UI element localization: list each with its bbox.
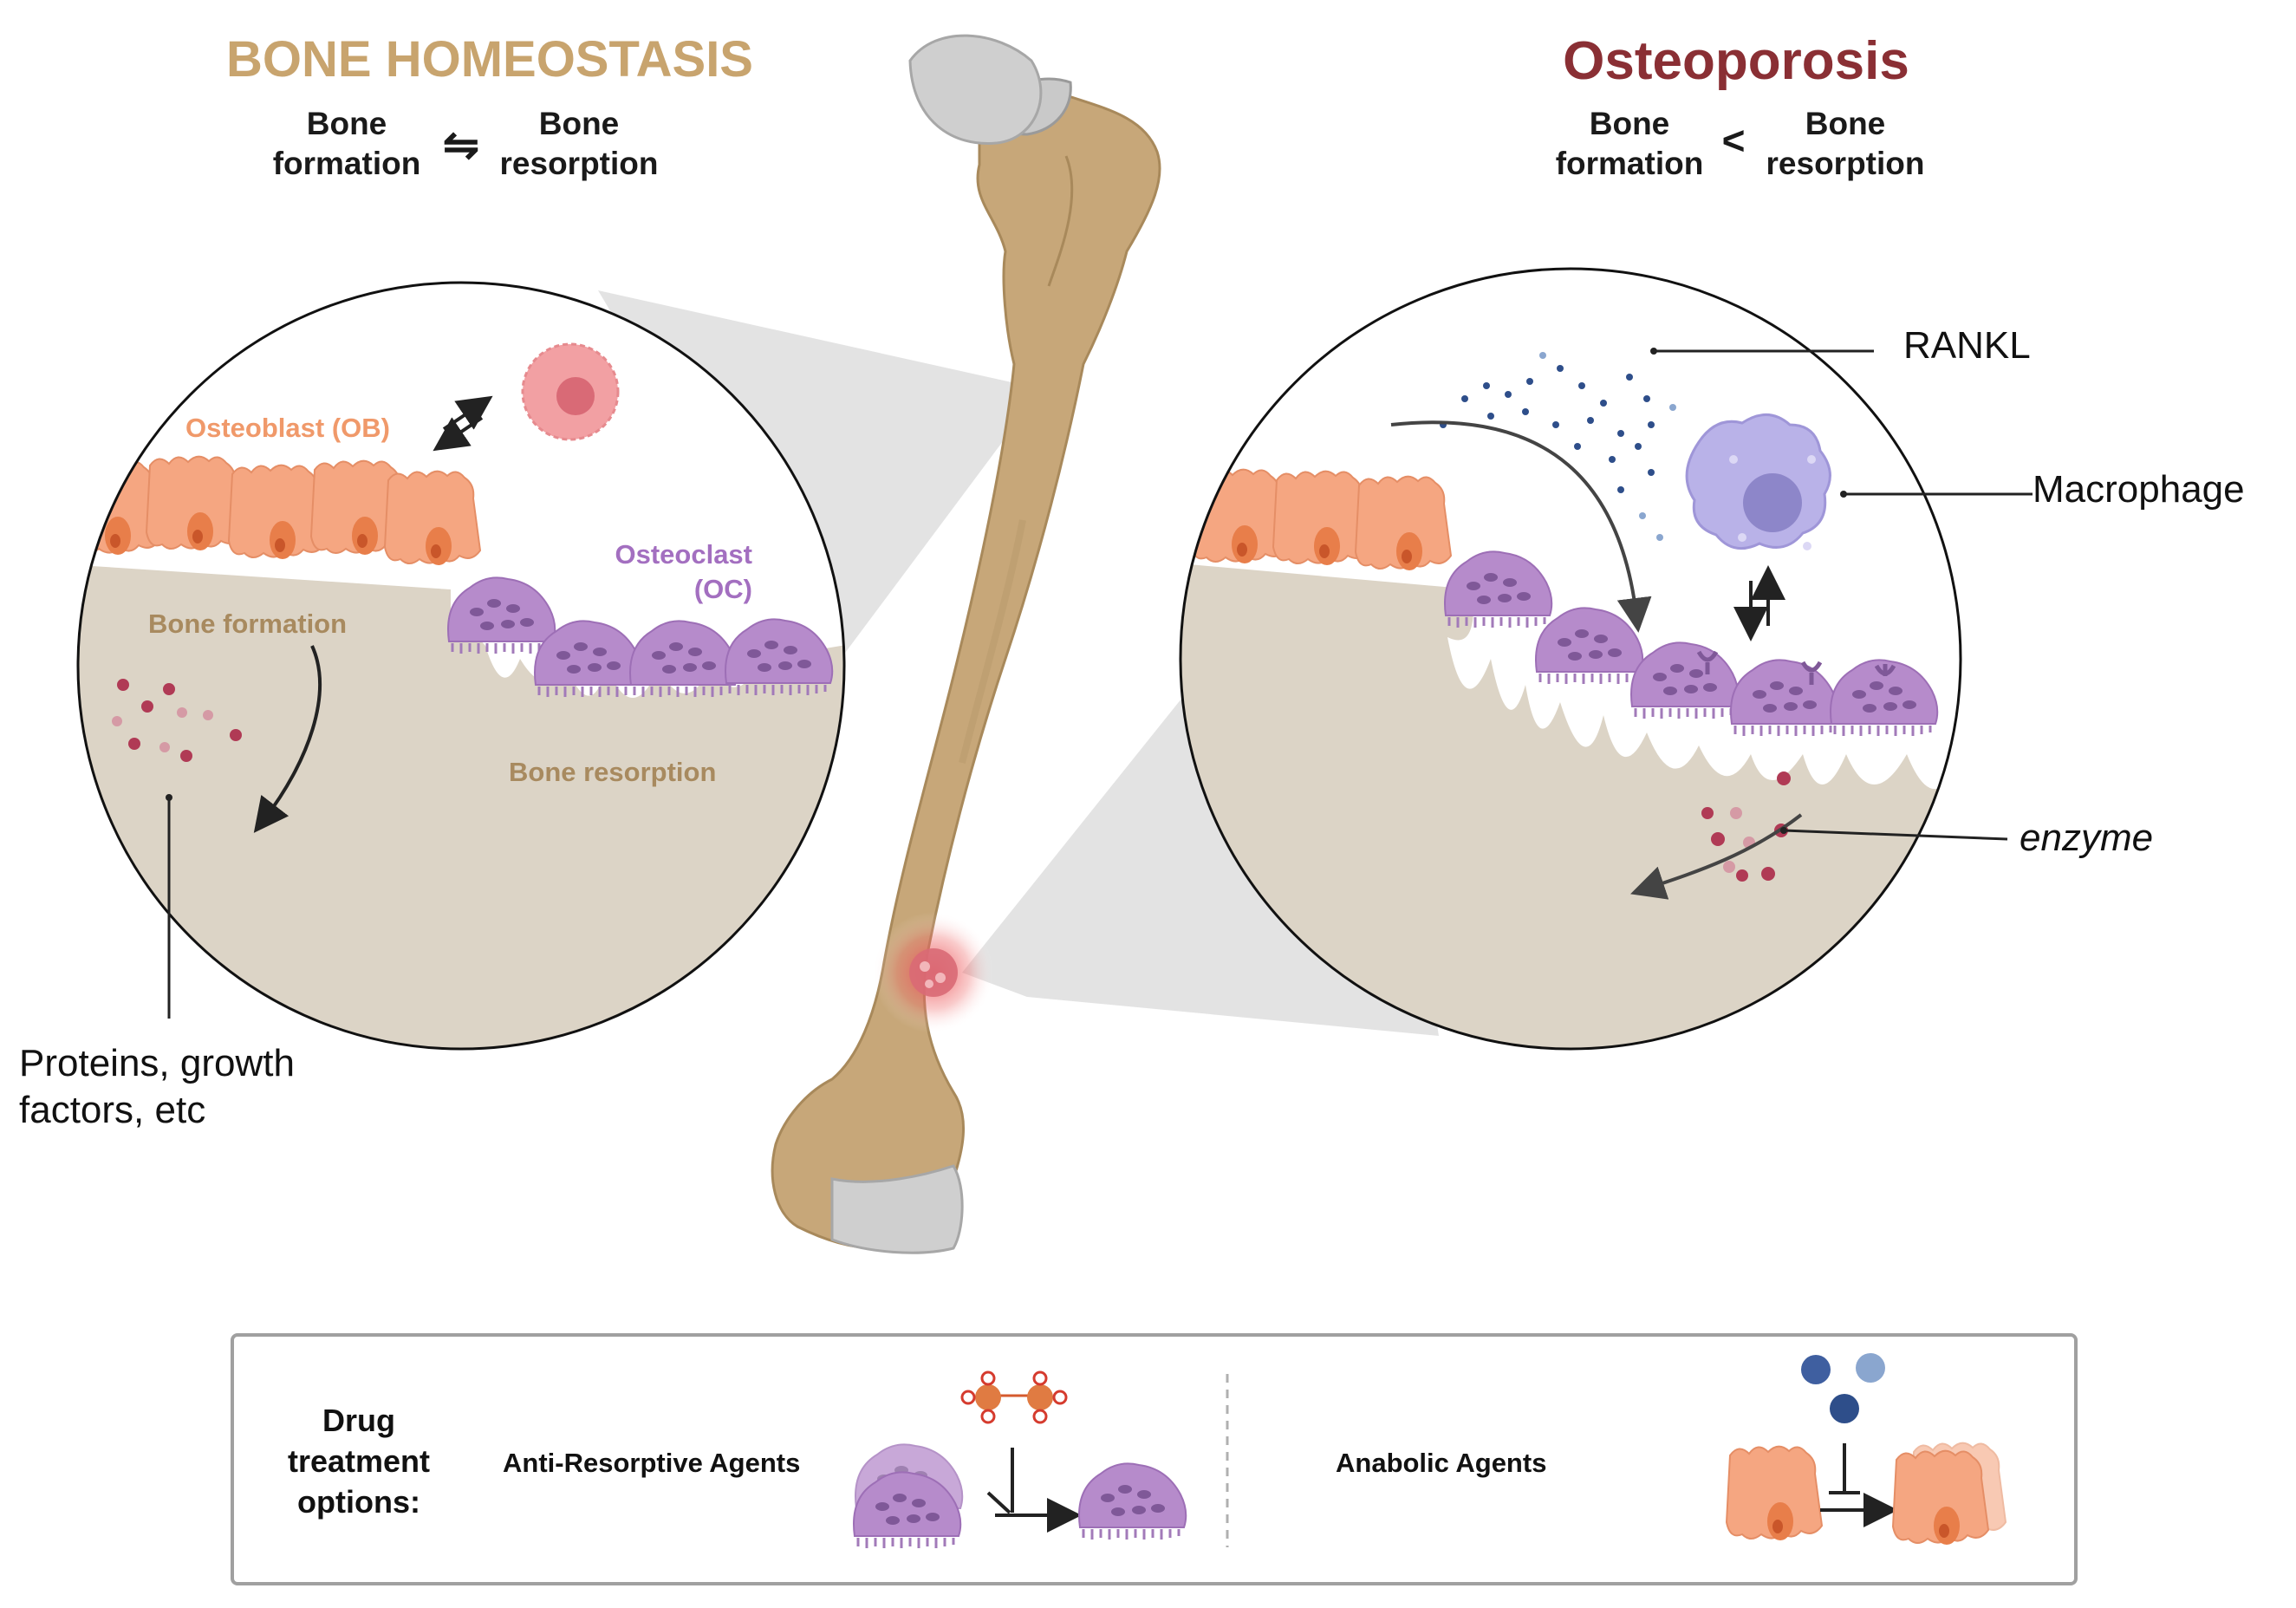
rank-receptors xyxy=(1696,650,1896,685)
bisphosphonate-icon xyxy=(960,1370,1068,1424)
osteoclast-label: Osteoclast (OC) xyxy=(607,537,752,607)
homeostasis-resorption-line1: Bone xyxy=(538,106,620,141)
osteoporosis-formation-label: Bone formation xyxy=(1556,104,1704,184)
osteoblast-result-icon xyxy=(1892,1442,2007,1546)
drug-heading-line3: options: xyxy=(297,1484,420,1520)
drug-heading-line1: Drug xyxy=(322,1403,395,1438)
drug-treatment-box xyxy=(231,1333,2078,1585)
protein-dots xyxy=(112,679,242,762)
osteoporosis-resorption-label: Bone resorption xyxy=(1766,104,1925,184)
drug-heading-line2: treatment xyxy=(287,1443,431,1479)
anabolic-label: Anabolic Agents xyxy=(1336,1448,1547,1478)
inhibition-arrow-anabolic xyxy=(1820,1443,1898,1527)
osteoporosis-title: Osteoporosis xyxy=(1563,31,1909,91)
rankl-label: RANKL xyxy=(1903,324,2031,367)
osteoporosis-zoom-circle xyxy=(1179,267,2033,1051)
homeostasis-resorption-label: Bone resorption xyxy=(500,104,659,184)
enzyme-callout-line xyxy=(1783,829,2008,841)
proteins-label-line2: factors, etc xyxy=(19,1089,206,1131)
anabolic-molecules-icon xyxy=(1801,1353,1885,1423)
less-than-symbol: < xyxy=(1721,118,1746,163)
femur-bone xyxy=(771,34,1161,1254)
osteoporosis-resorption-line2: resorption xyxy=(1766,146,1925,181)
enzyme-label: enzyme xyxy=(2020,817,2154,859)
equilibrium-icon: ⇋ xyxy=(443,120,479,169)
osteoblast-label: Osteoblast (OB) xyxy=(185,413,390,443)
enzyme-dots xyxy=(1701,771,1791,882)
homeostasis-formation-line1: Bone xyxy=(306,106,387,141)
osteoclast-label-line2: (OC) xyxy=(693,574,752,604)
osteoporosis-formation-line2: formation xyxy=(1555,146,1704,181)
homeostasis-zoom-circle xyxy=(76,281,846,1051)
rankl-arrow xyxy=(1390,420,1652,633)
macrophage-osteoclast-arrows xyxy=(1733,565,1785,641)
homeostasis-resorption-line2: resorption xyxy=(499,146,659,181)
macrophage-label: Macrophage xyxy=(2033,468,2245,511)
inhibition-arrow-resorptive xyxy=(986,1448,1082,1533)
differentiation-arrows xyxy=(433,395,493,452)
homeostasis-title: BONE HOMEOSTASIS xyxy=(226,31,753,88)
bone-formation-label: Bone formation xyxy=(148,609,348,639)
mesenchymal-cell xyxy=(521,342,620,441)
osteoblast-layer-op xyxy=(1190,468,1452,571)
drug-treatment-heading: Drug treatment options: xyxy=(288,1400,430,1522)
macrophage-cell xyxy=(1685,413,1831,550)
homeostasis-formation-label: Bone formation xyxy=(273,104,421,184)
osteoblast-layer xyxy=(78,455,481,566)
osteoporosis-resorption-line1: Bone xyxy=(1805,106,1886,141)
proteins-label-line1: Proteins, growth xyxy=(19,1042,295,1084)
rankl-dots xyxy=(1440,352,1676,541)
anti-resorptive-label: Anti-Resorptive Agents xyxy=(503,1448,801,1478)
homeostasis-formation-line2: formation xyxy=(272,146,421,181)
osteoblast-icon xyxy=(1726,1445,1823,1541)
bone-resorption-label: Bone resorption xyxy=(509,757,717,787)
osteoporosis-formation-line1: Bone xyxy=(1589,106,1670,141)
proteins-label: Proteins, growth factors, etc xyxy=(19,1040,295,1134)
bone-formation-arrow xyxy=(253,645,322,833)
osteoclast-label-line1: Osteoclast xyxy=(615,539,752,570)
